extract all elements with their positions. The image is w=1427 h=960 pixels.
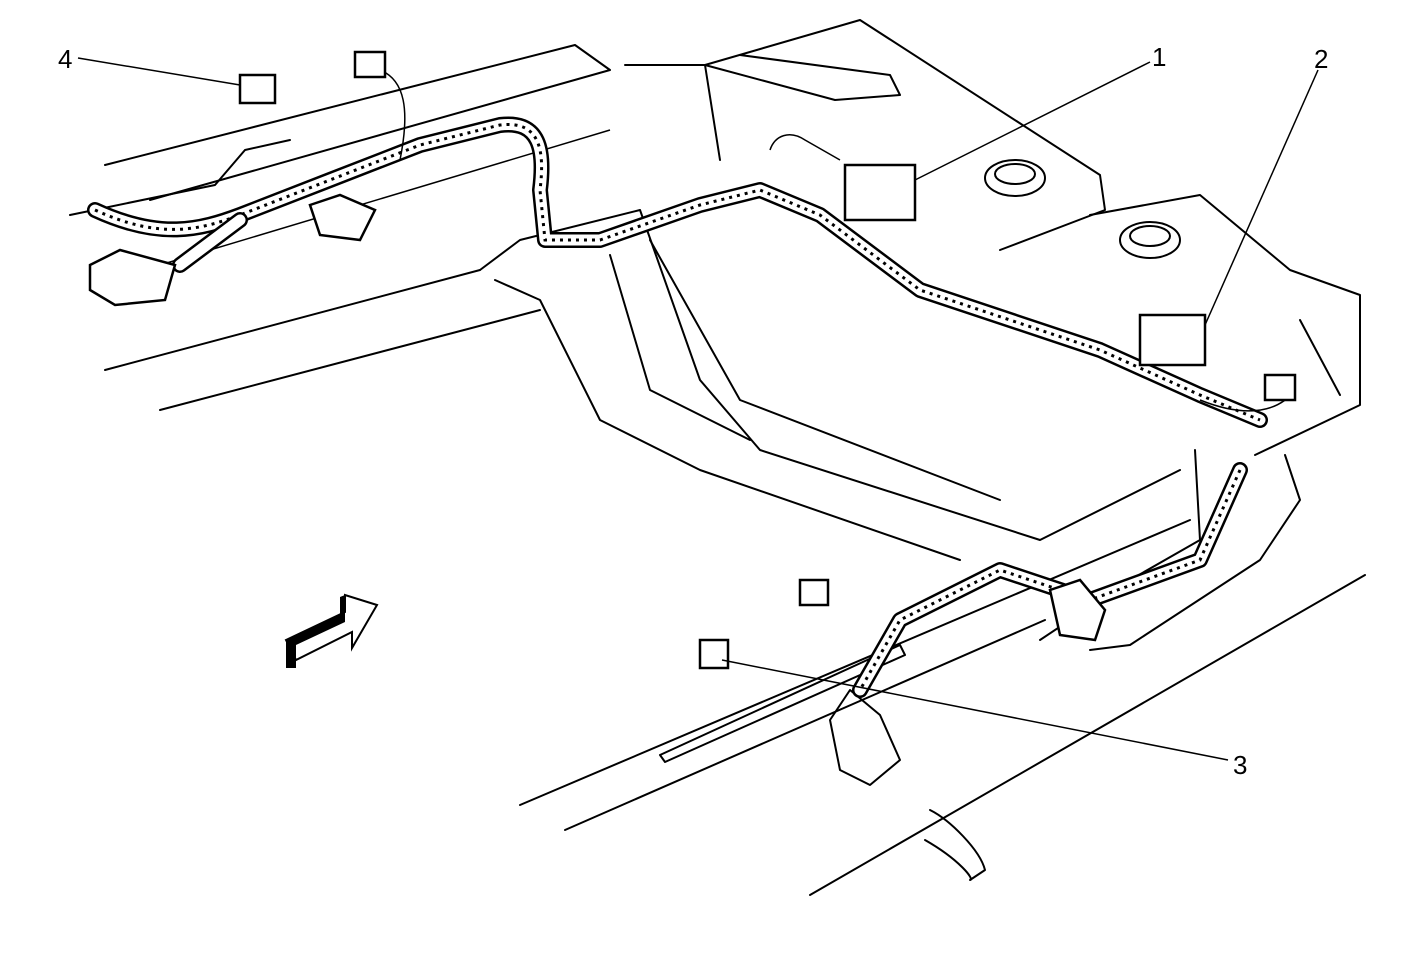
components (88, 50, 1297, 670)
callout-2: 2 (1204, 44, 1328, 326)
component-1 (843, 163, 917, 222)
connector-4b (353, 50, 387, 79)
connector-3 (698, 638, 730, 670)
wiring-harness (87, 69, 1296, 881)
connector-4 (238, 73, 277, 105)
front-direction-arrow-icon (284, 593, 379, 668)
callout-3: 3 (721, 659, 1247, 780)
connector-3b (798, 578, 830, 607)
component-2 (1138, 313, 1207, 367)
callout-4: 4 (58, 44, 241, 86)
fitting-right (1048, 578, 1107, 642)
callout-label-4: 4 (58, 44, 72, 74)
callout-label-3: 3 (1233, 750, 1247, 780)
connector-2b (1263, 373, 1297, 402)
callout-1: 1 (914, 42, 1166, 181)
fitting-left (88, 248, 177, 307)
callout-label-1: 1 (1152, 42, 1166, 72)
fitting-center (308, 193, 377, 242)
body-panel-outline (69, 19, 1366, 896)
callout-label-2: 2 (1314, 44, 1328, 74)
